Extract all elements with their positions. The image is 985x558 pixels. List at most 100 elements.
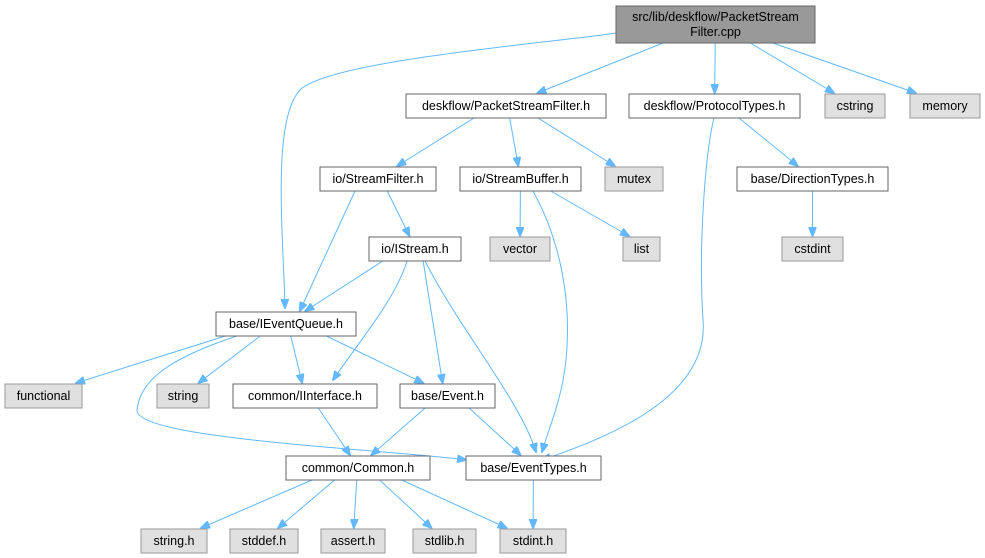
node-box bbox=[909, 93, 981, 119]
node-label: src/lib/deskflow/PacketStream bbox=[632, 10, 799, 24]
edge-istream_h-to-event_h bbox=[422, 260, 443, 383]
node-box bbox=[824, 93, 886, 119]
node-box bbox=[285, 455, 431, 481]
edge-istream_h-to-ieq_h bbox=[305, 260, 384, 311]
node-label: string.h bbox=[154, 534, 195, 548]
node-psf_h[interactable]: deskflow/PacketStreamFilter.h bbox=[405, 93, 607, 119]
nodes-layer: src/lib/deskflow/PacketStreamFilter.cpp d… bbox=[4, 5, 981, 554]
edge-root-to-ieq_h bbox=[280, 32, 617, 308]
edge-common_h-to-assert_h bbox=[354, 479, 357, 528]
node-box bbox=[615, 5, 816, 44]
node-label: stdlib.h bbox=[425, 534, 465, 548]
node-label: assert.h bbox=[331, 534, 376, 548]
node-label: deskflow/PacketStreamFilter.h bbox=[422, 99, 590, 113]
node-cstdint: cstdint bbox=[781, 236, 844, 262]
edge-root-to-memory bbox=[772, 42, 916, 93]
node-box bbox=[465, 455, 602, 481]
node-box bbox=[215, 311, 357, 337]
edge-event_h-to-common_h bbox=[371, 407, 426, 455]
node-dir_h[interactable]: base/DirectionTypes.h bbox=[736, 166, 889, 192]
node-label: vector bbox=[503, 242, 537, 256]
node-label: cstring bbox=[837, 99, 874, 113]
edge-ieq_h-to-event_h bbox=[326, 335, 423, 383]
node-label: stddef.h bbox=[242, 534, 287, 548]
edge-root-to-psf_h bbox=[537, 42, 664, 93]
node-box bbox=[499, 528, 567, 554]
node-box bbox=[229, 528, 299, 554]
node-label: common/Common.h bbox=[302, 461, 415, 475]
edge-proto_h-to-evtypes_h bbox=[542, 117, 715, 460]
edge-psf_h-to-mutex bbox=[537, 117, 615, 166]
node-memory: memory bbox=[909, 93, 981, 119]
edge-sf_h-to-ieq_h bbox=[300, 190, 356, 311]
node-label: base/Event.h bbox=[411, 389, 484, 403]
node-label: list bbox=[634, 242, 650, 256]
edges-layer bbox=[76, 32, 916, 528]
node-cstring: cstring bbox=[824, 93, 886, 119]
edge-istream_h-to-iiface_h bbox=[333, 260, 408, 380]
edge-ieq_h-to-string bbox=[198, 335, 261, 383]
node-event_h[interactable]: base/Event.h bbox=[399, 383, 496, 409]
edge-ieq_h-to-functional bbox=[76, 335, 226, 383]
node-label: Filter.cpp bbox=[690, 25, 741, 39]
node-iiface_h[interactable]: common/IInterface.h bbox=[232, 383, 378, 409]
edge-common_h-to-stdint_h bbox=[401, 479, 507, 528]
edge-istream_h-to-evtypes_h bbox=[424, 260, 536, 452]
node-vector: vector bbox=[489, 236, 551, 262]
node-label: string bbox=[168, 389, 199, 403]
node-box bbox=[412, 528, 477, 554]
node-box bbox=[405, 93, 607, 119]
edge-psf_h-to-sb_h bbox=[509, 117, 519, 166]
edge-proto_h-to-dir_h bbox=[738, 117, 798, 166]
edge-common_h-to-stdlib_h bbox=[379, 479, 432, 528]
node-evtypes_h[interactable]: base/EventTypes.h bbox=[465, 455, 602, 481]
node-istream_h[interactable]: io/IStream.h bbox=[368, 236, 462, 262]
node-label: base/DirectionTypes.h bbox=[751, 172, 875, 186]
edge-root-to-proto_h bbox=[715, 42, 716, 93]
node-box bbox=[489, 236, 551, 262]
node-label: mutex bbox=[617, 172, 652, 186]
node-label: base/EventTypes.h bbox=[480, 461, 586, 475]
node-functional: functional bbox=[4, 383, 83, 409]
node-box bbox=[604, 166, 664, 192]
node-ieq_h[interactable]: base/IEventQueue.h bbox=[215, 311, 357, 337]
node-label: io/StreamBuffer.h bbox=[472, 172, 568, 186]
node-stddef_h: stddef.h bbox=[229, 528, 299, 554]
node-label: io/StreamFilter.h bbox=[332, 172, 423, 186]
node-label: memory bbox=[922, 99, 968, 113]
node-sb_h[interactable]: io/StreamBuffer.h bbox=[459, 166, 582, 192]
node-box bbox=[628, 93, 801, 119]
edge-psf_h-to-sf_h bbox=[397, 117, 475, 166]
node-stdint_h: stdint.h bbox=[499, 528, 567, 554]
node-label: stdint.h bbox=[513, 534, 553, 548]
edge-iiface_h-to-common_h bbox=[317, 407, 350, 455]
node-string: string bbox=[156, 383, 210, 409]
node-root[interactable]: src/lib/deskflow/PacketStreamFilter.cpp bbox=[615, 5, 816, 44]
node-label: io/IStream.h bbox=[381, 242, 448, 256]
node-sf_h[interactable]: io/StreamFilter.h bbox=[319, 166, 437, 192]
node-string_h: string.h bbox=[140, 528, 208, 554]
edge-sb_h-to-list bbox=[550, 190, 629, 236]
node-common_h[interactable]: common/Common.h bbox=[285, 455, 431, 481]
edge-ieq_h-to-iiface_h bbox=[290, 335, 302, 383]
node-label: common/IInterface.h bbox=[248, 389, 362, 403]
edge-event_h-to-evtypes_h bbox=[468, 407, 521, 455]
node-label: functional bbox=[17, 389, 71, 403]
node-box bbox=[232, 383, 378, 409]
node-label: base/IEventQueue.h bbox=[229, 317, 343, 331]
edge-sf_h-to-istream_h bbox=[386, 190, 409, 236]
edge-common_h-to-stddef_h bbox=[278, 479, 335, 528]
node-label: deskflow/ProtocolTypes.h bbox=[644, 99, 786, 113]
node-box bbox=[736, 166, 889, 192]
node-assert_h: assert.h bbox=[320, 528, 386, 554]
node-proto_h[interactable]: deskflow/ProtocolTypes.h bbox=[628, 93, 801, 119]
node-box bbox=[319, 166, 437, 192]
node-label: cstdint bbox=[794, 242, 831, 256]
node-box bbox=[459, 166, 582, 192]
node-list: list bbox=[622, 236, 661, 262]
node-box bbox=[622, 236, 661, 262]
node-box bbox=[156, 383, 210, 409]
node-stdlib_h: stdlib.h bbox=[412, 528, 477, 554]
node-box bbox=[320, 528, 386, 554]
